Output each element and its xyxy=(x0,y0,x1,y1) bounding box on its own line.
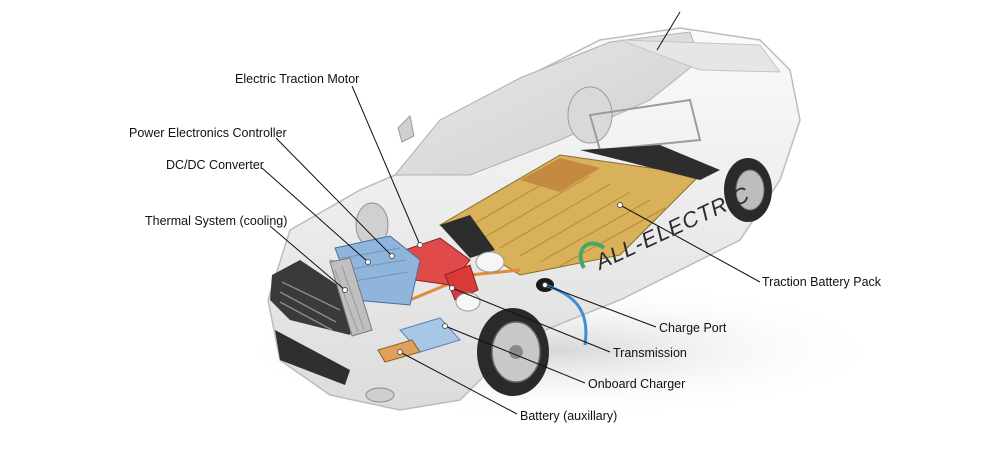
label-charge-port: Charge Port xyxy=(659,321,726,335)
label-electric-traction-motor: Electric Traction Motor xyxy=(235,72,359,86)
label-aux-battery: Battery (auxillary) xyxy=(520,409,617,423)
coolant-reservoir-2 xyxy=(456,293,480,311)
front-wheel xyxy=(477,308,549,396)
side-mirror xyxy=(398,116,414,142)
coolant-reservoir xyxy=(476,252,504,272)
label-power-electronics-controller: Power Electronics Controller xyxy=(129,126,287,140)
label-transmission: Transmission xyxy=(613,346,687,360)
label-dcdc-converter: DC/DC Converter xyxy=(166,158,264,172)
label-traction-battery-pack: Traction Battery Pack xyxy=(762,275,881,289)
label-onboard-charger: Onboard Charger xyxy=(588,377,685,391)
label-thermal-system: Thermal System (cooling) xyxy=(145,214,287,228)
